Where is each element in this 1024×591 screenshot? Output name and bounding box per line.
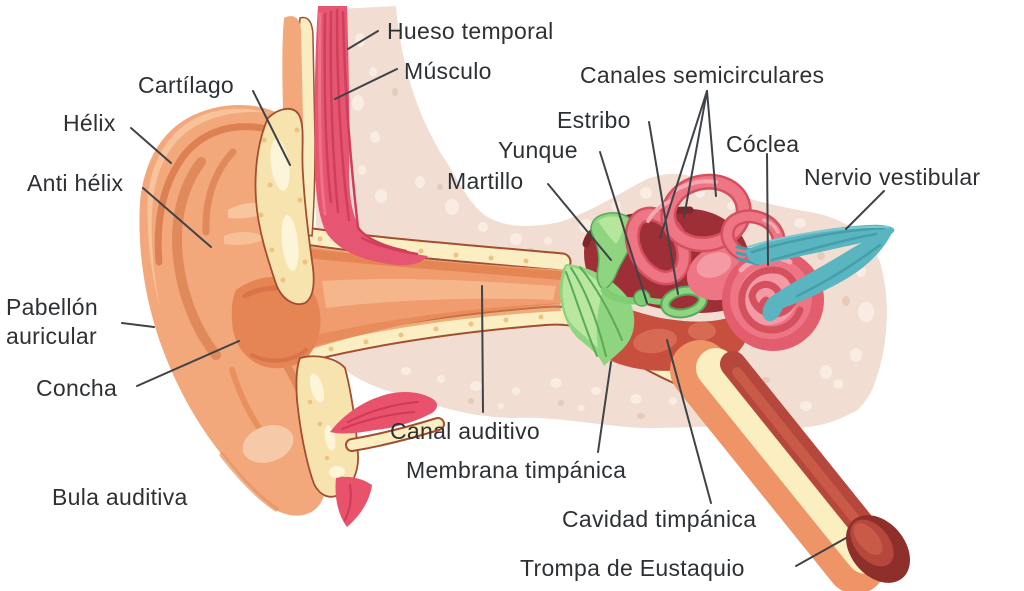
tympanic-membrane	[560, 264, 635, 366]
label-cavidad-timpanica: Cavidad timpánica	[562, 506, 757, 532]
label-canal-auditivo: Canal auditivo	[390, 418, 540, 444]
leader-helix	[130, 127, 172, 164]
leader-anti-helix	[142, 187, 212, 248]
label-canales-semicirculares: Canales semicirculares	[580, 62, 825, 88]
leader-lines	[121, 30, 885, 567]
label-musculo: Músculo	[404, 58, 492, 84]
label-concha: Concha	[36, 375, 118, 401]
leader-canales-1	[659, 90, 708, 239]
label-bula-auditiva: Bula auditiva	[52, 484, 188, 510]
label-membrana-timpanica: Membrana timpánica	[406, 457, 627, 483]
leader-concha	[136, 340, 240, 387]
leader-canales-2	[683, 90, 708, 218]
label-coclea: Cóclea	[726, 131, 800, 157]
label-helix: Hélix	[63, 110, 116, 136]
label-martillo: Martillo	[447, 168, 524, 194]
leader-yunque	[599, 151, 648, 304]
label-anti-helix: Anti hélix	[27, 170, 124, 196]
leader-cavidad-timpanica	[666, 339, 712, 504]
leader-pabellon-auricular	[121, 322, 155, 328]
eustachian-tube	[670, 340, 911, 591]
leader-coclea	[766, 153, 769, 266]
label-yunque: Yunque	[498, 137, 578, 163]
muscle	[314, 6, 428, 266]
leader-martillo	[547, 183, 612, 261]
ossicles	[590, 212, 708, 319]
label-pabellon-auricular: Pabellón auricular	[6, 294, 98, 350]
leader-canal-auditivo	[481, 285, 484, 413]
leader-nervio-vestibular	[845, 190, 885, 230]
label-trompa-eustaquio: Trompa de Eustaquio	[520, 555, 745, 581]
leader-cartilago	[252, 90, 291, 166]
label-hueso-temporal: Hueso temporal	[387, 18, 554, 44]
label-nervio-vestibular: Nervio vestibular	[804, 164, 981, 190]
label-estribo: Estribo	[557, 107, 631, 133]
vestibular-nerve	[735, 224, 895, 322]
leader-membrana-timpanica	[597, 361, 612, 453]
leader-canales-3	[706, 90, 717, 197]
leader-estribo	[648, 121, 679, 295]
leader-trompa-eustaquio	[795, 537, 847, 567]
leader-musculo	[334, 68, 398, 100]
cartilage	[254, 107, 315, 305]
lower-muscle-red	[330, 391, 445, 527]
label-cartilago: Cartílago	[138, 72, 235, 98]
leader-hueso-temporal	[347, 30, 379, 50]
